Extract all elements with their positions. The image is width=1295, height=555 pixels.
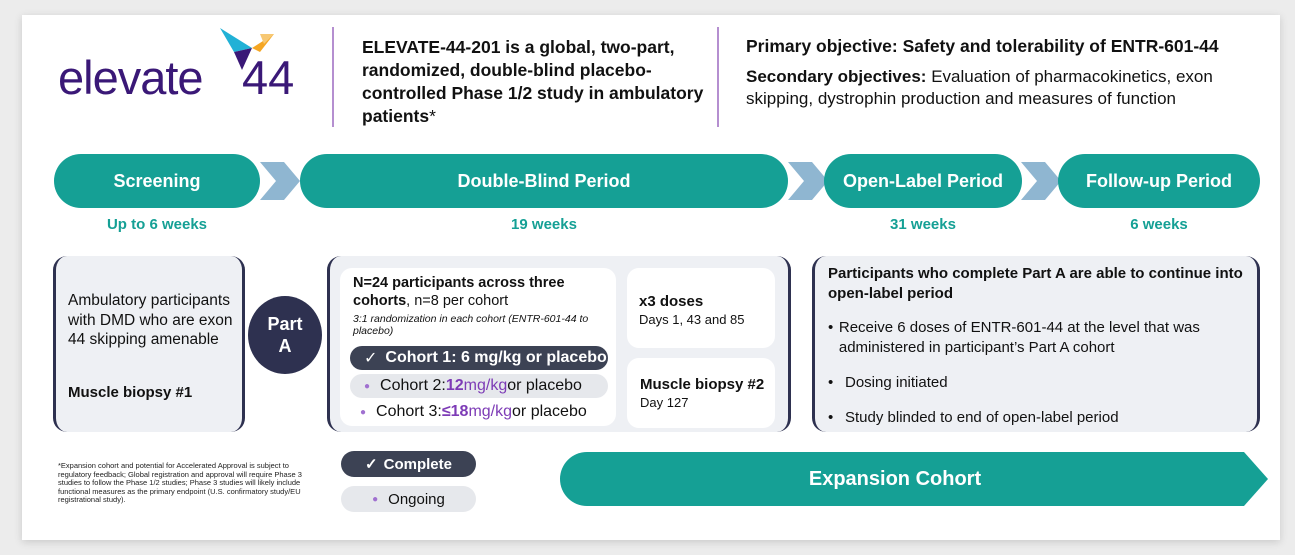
phase-open-label: Open-Label Period	[824, 154, 1022, 208]
duration-open-label: 31 weeks	[890, 216, 956, 233]
doses-days: Days 1, 43 and 85	[639, 312, 745, 327]
divider	[332, 27, 334, 127]
duration-follow-up: 6 weeks	[1130, 216, 1188, 233]
primary-objective: Primary objective: Safety and tolerabili…	[746, 36, 1219, 56]
duration-screening: Up to 6 weeks	[106, 216, 208, 233]
chevron-right-icon	[788, 162, 828, 200]
doses-panel	[627, 268, 775, 348]
cohort-1-row: ✓ Cohort 1: 6 mg/kg or placebo	[350, 346, 608, 370]
bullet-dot-icon: ●	[372, 493, 379, 505]
study-description: ELEVATE-44-201 is a global, two-part, ra…	[362, 37, 704, 126]
duration-double-blind: 19 weeks	[511, 216, 577, 233]
open-label-heading: Participants who complete Part A are abl…	[828, 265, 1243, 302]
participants-text: N=24 participants across three cohorts, …	[353, 275, 565, 309]
check-icon: ✓	[365, 456, 378, 473]
list-item: •Study blinded to end of open-label peri…	[828, 409, 1119, 426]
randomization-note: 3:1 randomization in each cohort (ENTR-6…	[353, 313, 589, 337]
logo-wordmark: elevate	[58, 51, 204, 104]
logo-bird-icon	[220, 28, 274, 70]
legend-complete: ✓Complete	[341, 451, 476, 477]
list-item: •Receive 6 doses of ENTR-601-44 at the l…	[828, 319, 1200, 356]
doses-title: x3 doses	[639, 293, 704, 310]
bullet-dot-icon: ●	[360, 406, 367, 418]
eligibility-box	[53, 256, 245, 432]
secondary-objectives: Secondary objectives: Evaluation of phar…	[746, 67, 1213, 108]
biopsy2-day: Day 127	[640, 395, 689, 410]
phase-screening: Screening	[54, 154, 260, 208]
part-a-badge: Part A	[248, 296, 322, 374]
biopsy2-panel	[627, 358, 775, 428]
expansion-arrow-icon	[560, 452, 1268, 506]
check-icon: ✓	[364, 350, 378, 367]
muscle-biopsy-2: Muscle biopsy #2	[640, 376, 765, 393]
eligibility-text: Ambulatory participants with DMD who are…	[68, 292, 233, 348]
list-item: •Dosing initiated	[828, 374, 948, 391]
bullet-dot-icon: ●	[364, 380, 371, 392]
open-label-bullets: •Receive 6 doses of ENTR-601-44 at the l…	[828, 318, 1248, 428]
legend-ongoing: ●Ongoing	[341, 486, 476, 512]
muscle-biopsy-1: Muscle biopsy #1	[68, 384, 193, 401]
open-label-box	[812, 256, 1260, 432]
footnote: *Expansion cohort and potential for Acce…	[58, 461, 302, 504]
phase-follow-up: Follow-up Period	[1058, 154, 1260, 208]
phase-double-blind: Double-Blind Period	[300, 154, 788, 208]
chevron-right-icon	[260, 162, 300, 200]
cohort-3-row: ● Cohort 3: ≤18 mg/kg or placebo	[360, 403, 587, 420]
chevron-right-icon	[1021, 162, 1061, 200]
divider	[717, 27, 719, 127]
logo-number: 44	[242, 51, 295, 104]
expansion-cohort-label: Expansion Cohort	[808, 467, 982, 490]
cohort-2-row: ● Cohort 2: 12 mg/kg or placebo	[350, 374, 608, 398]
